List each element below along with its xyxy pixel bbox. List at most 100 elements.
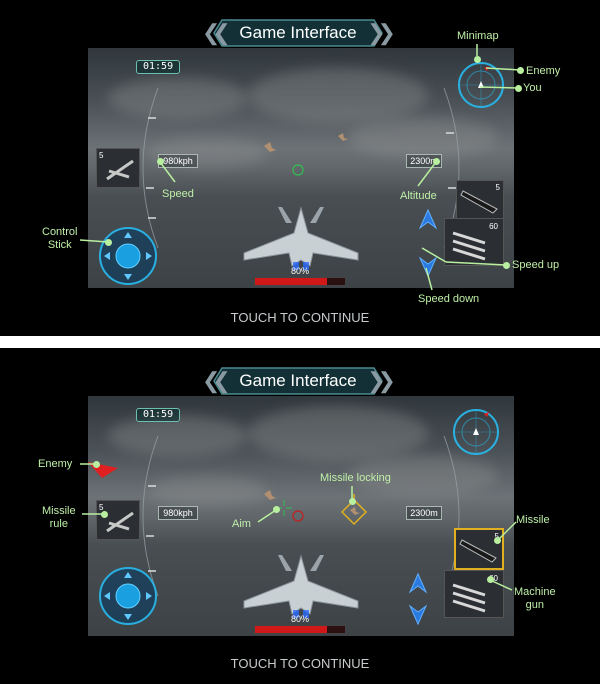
game-viewport[interactable]: 01:59 980kph 2300m 5 5 60 80% [88, 396, 514, 636]
speed-down-icon [418, 256, 438, 278]
health-fill [255, 278, 327, 285]
label-missile-rule: Missile rule [42, 505, 76, 531]
minimap [458, 62, 504, 108]
timer: 01:59 [136, 60, 181, 74]
speed-arc [142, 87, 159, 249]
label-machine-gun-line2: gun [525, 599, 544, 611]
cloud [348, 456, 498, 496]
pointer-dot [474, 56, 481, 63]
touch-to-continue[interactable]: TOUCH TO CONTINUE [230, 656, 370, 671]
cloud [108, 416, 248, 456]
pointer-dot [273, 506, 280, 513]
label-control-stick-line1: Control [42, 226, 78, 238]
timer: 01:59 [136, 408, 181, 422]
control-stick [99, 567, 157, 625]
pointer-dot [93, 461, 100, 468]
enemy-aircraft-icon [264, 133, 348, 152]
aim-reticle-icon [292, 164, 304, 176]
label-minimap: Minimap [457, 30, 499, 42]
missile-icon [459, 539, 497, 563]
label-control-stick: Control Stick [42, 226, 77, 252]
banner: ❮❮ ❯❯ Game Interface [202, 18, 396, 48]
label-you: You [523, 82, 542, 94]
hud-overlay [88, 409, 499, 626]
missile-rule-icon [106, 511, 134, 533]
tutorial-panel-2: ❮❮ ❯❯ Game Interface [0, 348, 600, 684]
missile-count: 5 [495, 183, 500, 192]
pointer-dot [433, 158, 440, 165]
label-control-stick-line2: Stick [47, 239, 72, 251]
speed-ticks [146, 117, 156, 219]
speed-readout: 980kph [158, 506, 198, 520]
control-stick [99, 227, 157, 285]
health-bar: 80% [254, 266, 346, 286]
missile-rule-count: 5 [99, 503, 104, 512]
pointer-dot [105, 239, 112, 246]
altitude-ticks [446, 132, 456, 189]
enemy-aircraft-icon [264, 490, 360, 515]
label-missile-locking: Missile locking [320, 472, 391, 484]
speed-up-icon [408, 572, 428, 594]
minimap-enemy-icon [484, 412, 489, 417]
pointer-dot [157, 158, 164, 165]
speed-ticks [146, 485, 156, 572]
cloud [348, 118, 498, 158]
altitude-readout: 2300m [406, 506, 442, 520]
health-percent: 80% [290, 266, 309, 276]
machine-gun-slot[interactable]: 60 [444, 218, 504, 266]
minimap-player-icon [473, 428, 479, 435]
label-altitude: Altitude [400, 190, 437, 202]
player-jet-icon [243, 554, 359, 618]
machine-gun-icon [452, 583, 486, 613]
cloud [148, 138, 268, 168]
minimap-player-icon [478, 81, 484, 88]
speed-arc [142, 435, 159, 597]
game-viewport[interactable]: 01:59 980kph 2300m 5 5 60 80% [88, 48, 514, 288]
missile-slot-selected[interactable]: 5 [454, 528, 504, 570]
label-missile-rule-line1: Missile [42, 505, 76, 517]
label-speed-up: Speed up [512, 259, 560, 271]
target-reticle-icon [292, 510, 304, 522]
label-enemy: Enemy [38, 458, 73, 470]
cloud [108, 78, 248, 118]
missile-rule-icon [106, 159, 134, 181]
pointer-dot [101, 511, 108, 518]
banner: ❮❮ ❯❯ Game Interface [202, 366, 396, 396]
label-speed: Speed [162, 188, 194, 200]
label-machine-gun: Machine gun [514, 586, 556, 612]
pointer-dot [503, 262, 510, 269]
missile-count: 5 [495, 532, 499, 541]
health-fill [255, 626, 327, 633]
banner-title: Game Interface [239, 23, 357, 42]
label-aim: Aim [232, 518, 251, 530]
pointer-dot [349, 498, 356, 505]
missile-rule-slot: 5 [96, 148, 140, 188]
touch-to-continue[interactable]: TOUCH TO CONTINUE [230, 310, 370, 325]
label-missile-rule-line2: rule [49, 518, 68, 530]
machine-gun-icon [452, 231, 486, 261]
altitude-readout: 2300m [406, 154, 442, 168]
label-machine-gun-line1: Machine [514, 586, 556, 598]
health-percent: 80% [290, 614, 309, 624]
pointer-dot [494, 537, 501, 544]
annotation-lines [79, 44, 521, 291]
player-jet-icon [243, 206, 359, 270]
minimap [453, 409, 499, 455]
health-bar: 80% [254, 614, 346, 634]
cloud [248, 406, 428, 461]
missile-icon [460, 190, 498, 214]
label-enemy: Enemy [526, 65, 561, 77]
banner-frame [213, 19, 383, 47]
label-missile: Missile [516, 514, 550, 526]
annotation-lines [80, 463, 517, 591]
cloud [148, 476, 268, 506]
tutorial-panel-1: ❮❮ ❯❯ Game Interface [0, 0, 600, 336]
missile-rule-slot: 5 [96, 500, 140, 540]
label-speed-down: Speed down [418, 293, 480, 305]
pointer-dot [487, 576, 494, 583]
hud-overlay [99, 62, 504, 285]
cloud [248, 68, 428, 123]
pointer-dot [515, 85, 522, 92]
banner-frame [213, 367, 383, 395]
speed-up-icon [418, 208, 438, 230]
